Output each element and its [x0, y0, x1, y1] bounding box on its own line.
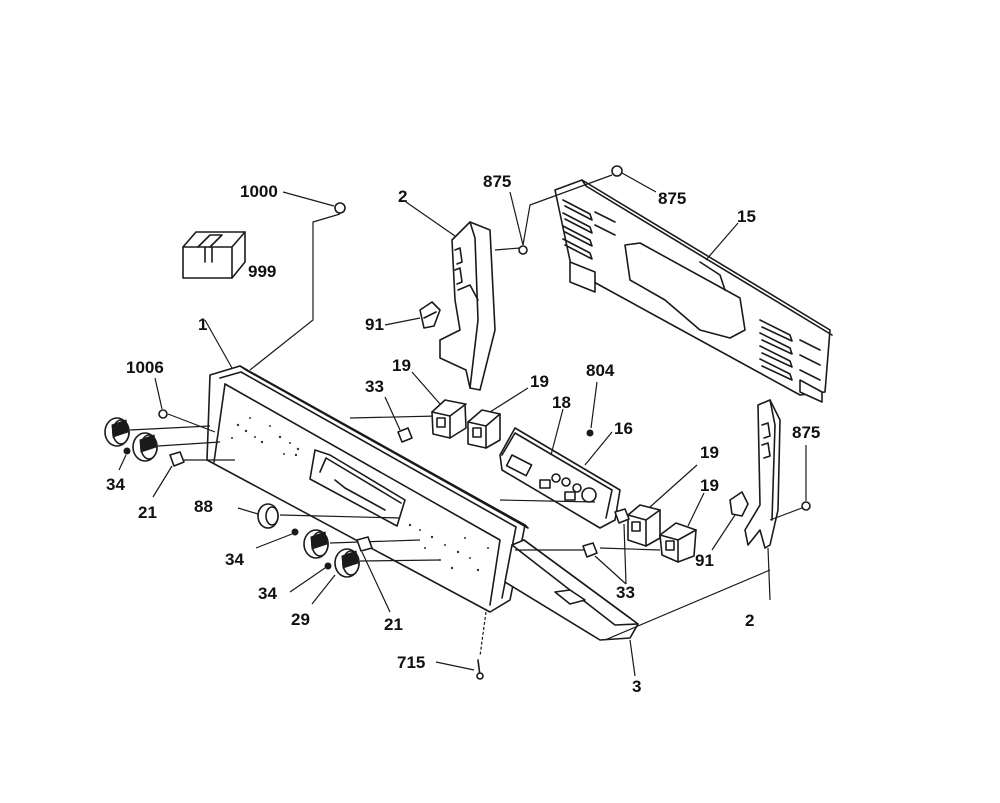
- part-88-knob: [237, 503, 401, 529]
- part-91-top-clip: [384, 301, 441, 329]
- part-18-control-board: [499, 408, 621, 529]
- lower-knob-b: [334, 548, 441, 578]
- callout-804: 804: [586, 361, 615, 380]
- part-21-mid-switch: [356, 536, 391, 613]
- callout-21-mid: 21: [384, 615, 403, 634]
- part-19-lower-switch-b: [659, 492, 705, 563]
- part-33-upper-connector: [349, 396, 439, 443]
- part-1-control-panel: [204, 319, 529, 613]
- part-91-right-clip: [711, 491, 749, 551]
- part-19-lower-switch-a: [627, 464, 698, 547]
- callout-34-left: 34: [106, 475, 125, 494]
- callout-999: 999: [248, 262, 276, 281]
- callout-33-lower: 33: [616, 583, 635, 602]
- part-16-leader: [584, 431, 613, 466]
- callout-715: 715: [397, 653, 425, 672]
- part-2-top-bracket: [405, 201, 496, 391]
- part-34-left-washer: [118, 447, 131, 471]
- part-34-low-washer: [289, 562, 336, 605]
- callout-875-right-top: 875: [658, 189, 686, 208]
- part-34-mid-washer: [255, 528, 299, 549]
- callout-1: 1: [198, 315, 207, 334]
- callout-19-left: 19: [392, 356, 411, 375]
- part-875-right-screw: [769, 445, 811, 521]
- callout-1000: 1000: [240, 182, 278, 201]
- callout-91-right: 91: [695, 551, 714, 570]
- callout-33-upper: 33: [365, 377, 384, 396]
- callout-16: 16: [614, 419, 633, 438]
- callout-91-top: 91: [365, 315, 384, 334]
- part-999-box: [182, 231, 246, 279]
- part-2-right-bracket: [604, 399, 781, 641]
- callout-21-left: 21: [138, 503, 157, 522]
- part-3-trim-strip: [504, 539, 639, 677]
- part-1000-screw: [249, 191, 346, 371]
- part-19-right-switch: [467, 387, 529, 449]
- callout-2-top: 2: [398, 187, 407, 206]
- callout-19-right: 19: [530, 372, 549, 391]
- part-21-left-switch: [152, 451, 235, 498]
- callout-15: 15: [737, 207, 756, 226]
- callout-29: 29: [291, 610, 310, 629]
- callout-88: 88: [194, 497, 213, 516]
- callout-3: 3: [632, 677, 641, 696]
- part-715-screw: [435, 611, 487, 680]
- part-1006-screw: [154, 377, 216, 433]
- part-15-rear-panel: [554, 179, 833, 403]
- left-knob-lower: [132, 432, 221, 462]
- part-875-right-top-screw: [522, 165, 657, 246]
- callout-19-lower2: 19: [700, 476, 719, 495]
- callout-2-right: 2: [745, 611, 754, 630]
- left-knob-upper: [104, 417, 211, 447]
- callout-1006: 1006: [126, 358, 164, 377]
- part-875-top-screw: [494, 191, 528, 255]
- callout-34-low: 34: [258, 584, 277, 603]
- part-804-screw: [586, 381, 598, 437]
- callout-875-top: 875: [483, 172, 511, 191]
- lower-knob-a: [303, 529, 421, 559]
- part-19-left-switch: [411, 371, 467, 439]
- callout-875-right: 875: [792, 423, 820, 442]
- part-33-lower-connectors: [515, 508, 661, 585]
- callout-34-mid: 34: [225, 550, 244, 569]
- callout-19-lower1: 19: [700, 443, 719, 462]
- callout-18: 18: [552, 393, 571, 412]
